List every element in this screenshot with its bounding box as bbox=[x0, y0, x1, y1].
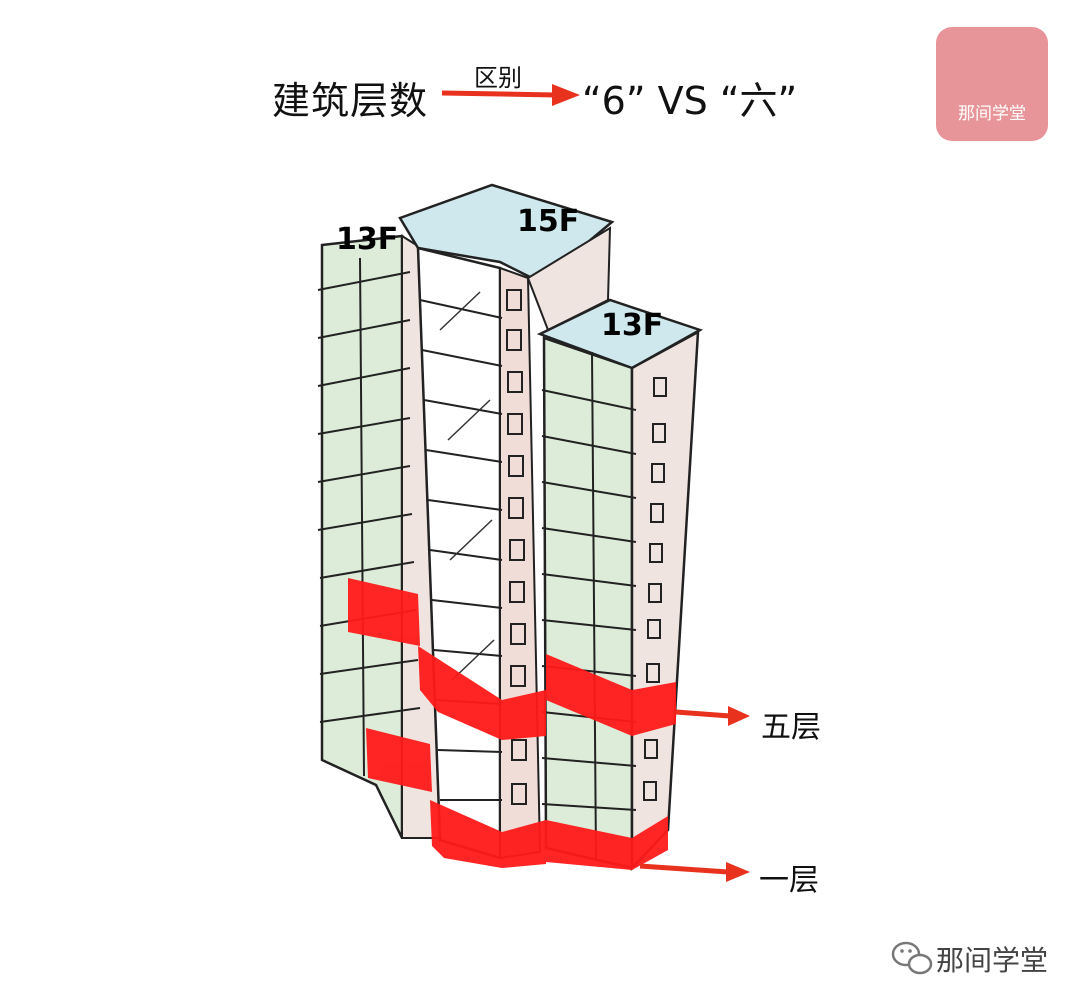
left-tower-floor-count: 13F bbox=[336, 222, 399, 257]
logo-badge bbox=[936, 27, 1048, 141]
wechat-icon bbox=[891, 941, 933, 975]
watermark-text: 那间学堂 bbox=[936, 944, 1049, 977]
fifth-floor-label: 五层 bbox=[761, 710, 821, 745]
right-tower-floor-count: 13F bbox=[601, 308, 664, 343]
middle-tower-floor-lines bbox=[419, 299, 503, 801]
arrow-label: 区别 bbox=[474, 64, 522, 92]
right-tower-floor-lines bbox=[541, 351, 637, 861]
middle-tower-side bbox=[499, 266, 542, 860]
logo-text: 那间学堂 bbox=[958, 104, 1026, 124]
right-tower-side bbox=[630, 329, 700, 872]
comparison-text: “6” VS “六” bbox=[582, 79, 798, 123]
right-side-windows bbox=[643, 377, 667, 801]
middle-tower-glass-reflections bbox=[439, 291, 495, 681]
middle-tower-floor-count: 15F bbox=[517, 204, 580, 239]
first-floor-arrow bbox=[639, 862, 750, 882]
middle-side-windows bbox=[506, 289, 527, 805]
fifth-floor-highlight bbox=[348, 578, 676, 740]
first-floor-label: 一层 bbox=[759, 863, 819, 898]
fifth-floor-arrow bbox=[675, 706, 750, 726]
left-tower-floor-lines bbox=[317, 257, 421, 777]
diagram-title: 建筑层数 bbox=[272, 79, 429, 123]
first-floor-highlight bbox=[366, 728, 668, 870]
header-arrow bbox=[441, 84, 580, 106]
right-tower-glass-face bbox=[542, 336, 634, 870]
